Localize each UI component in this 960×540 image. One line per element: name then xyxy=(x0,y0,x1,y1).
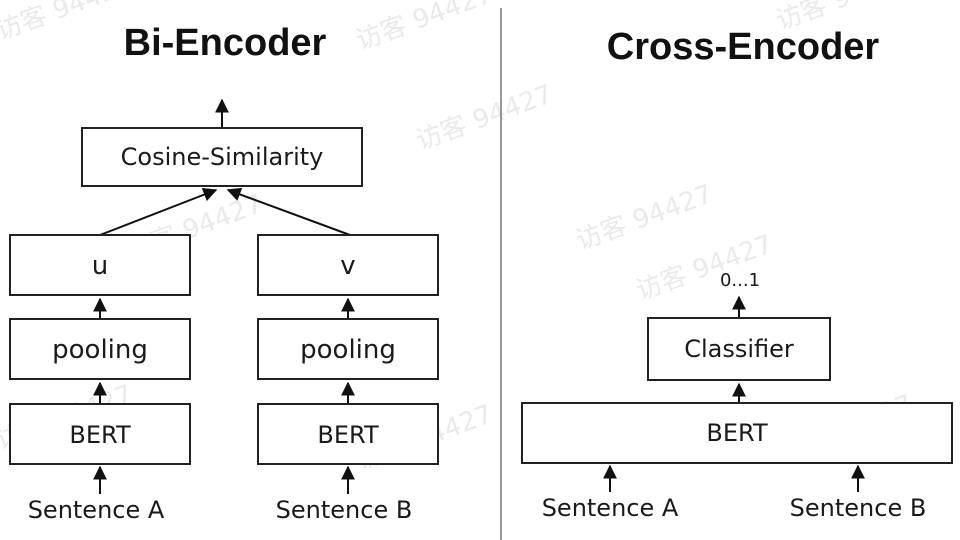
bert-label-right: BERT xyxy=(317,421,379,449)
bert-box-left xyxy=(9,403,191,465)
watermark: 访客 94427 xyxy=(632,229,777,306)
classifier-box xyxy=(647,317,831,381)
pooling-box-left xyxy=(9,318,191,380)
sentence-b-label-left: Sentence B xyxy=(276,496,413,524)
v-label: v xyxy=(340,251,355,281)
pooling-label-right: pooling xyxy=(300,335,396,365)
v-to-cosine-arrow xyxy=(226,187,351,236)
u-label: u xyxy=(92,251,108,281)
pooling-box-right xyxy=(257,318,439,380)
sentence-a-label-cross: Sentence A xyxy=(542,494,679,522)
bert-box-right xyxy=(257,403,439,465)
sentence-a-label-left: Sentence A xyxy=(28,496,165,524)
watermark: 访客 94427 xyxy=(0,0,137,47)
u-to-cosine-arrow xyxy=(99,188,218,236)
bi-encoder-title: Bi-Encoder xyxy=(124,22,327,64)
classifier-label: Classifier xyxy=(684,335,794,363)
watermark: 访客 94427 xyxy=(572,179,717,256)
v-box xyxy=(257,234,439,296)
watermark: 访客 94427 xyxy=(412,79,557,156)
bert-label-cross: BERT xyxy=(706,419,768,447)
cosine-similarity-box xyxy=(81,127,363,187)
bert-box-cross xyxy=(521,402,953,464)
classifier-output-label: 0...1 xyxy=(720,270,760,291)
u-box xyxy=(9,234,191,296)
watermark: 访客 94427 xyxy=(352,0,497,57)
bert-label-left: BERT xyxy=(69,421,131,449)
cosine-similarity-label: Cosine-Similarity xyxy=(121,143,324,171)
pooling-label-left: pooling xyxy=(52,335,148,365)
sentence-b-label-cross: Sentence B xyxy=(790,494,927,522)
cross-encoder-title: Cross-Encoder xyxy=(607,26,880,68)
